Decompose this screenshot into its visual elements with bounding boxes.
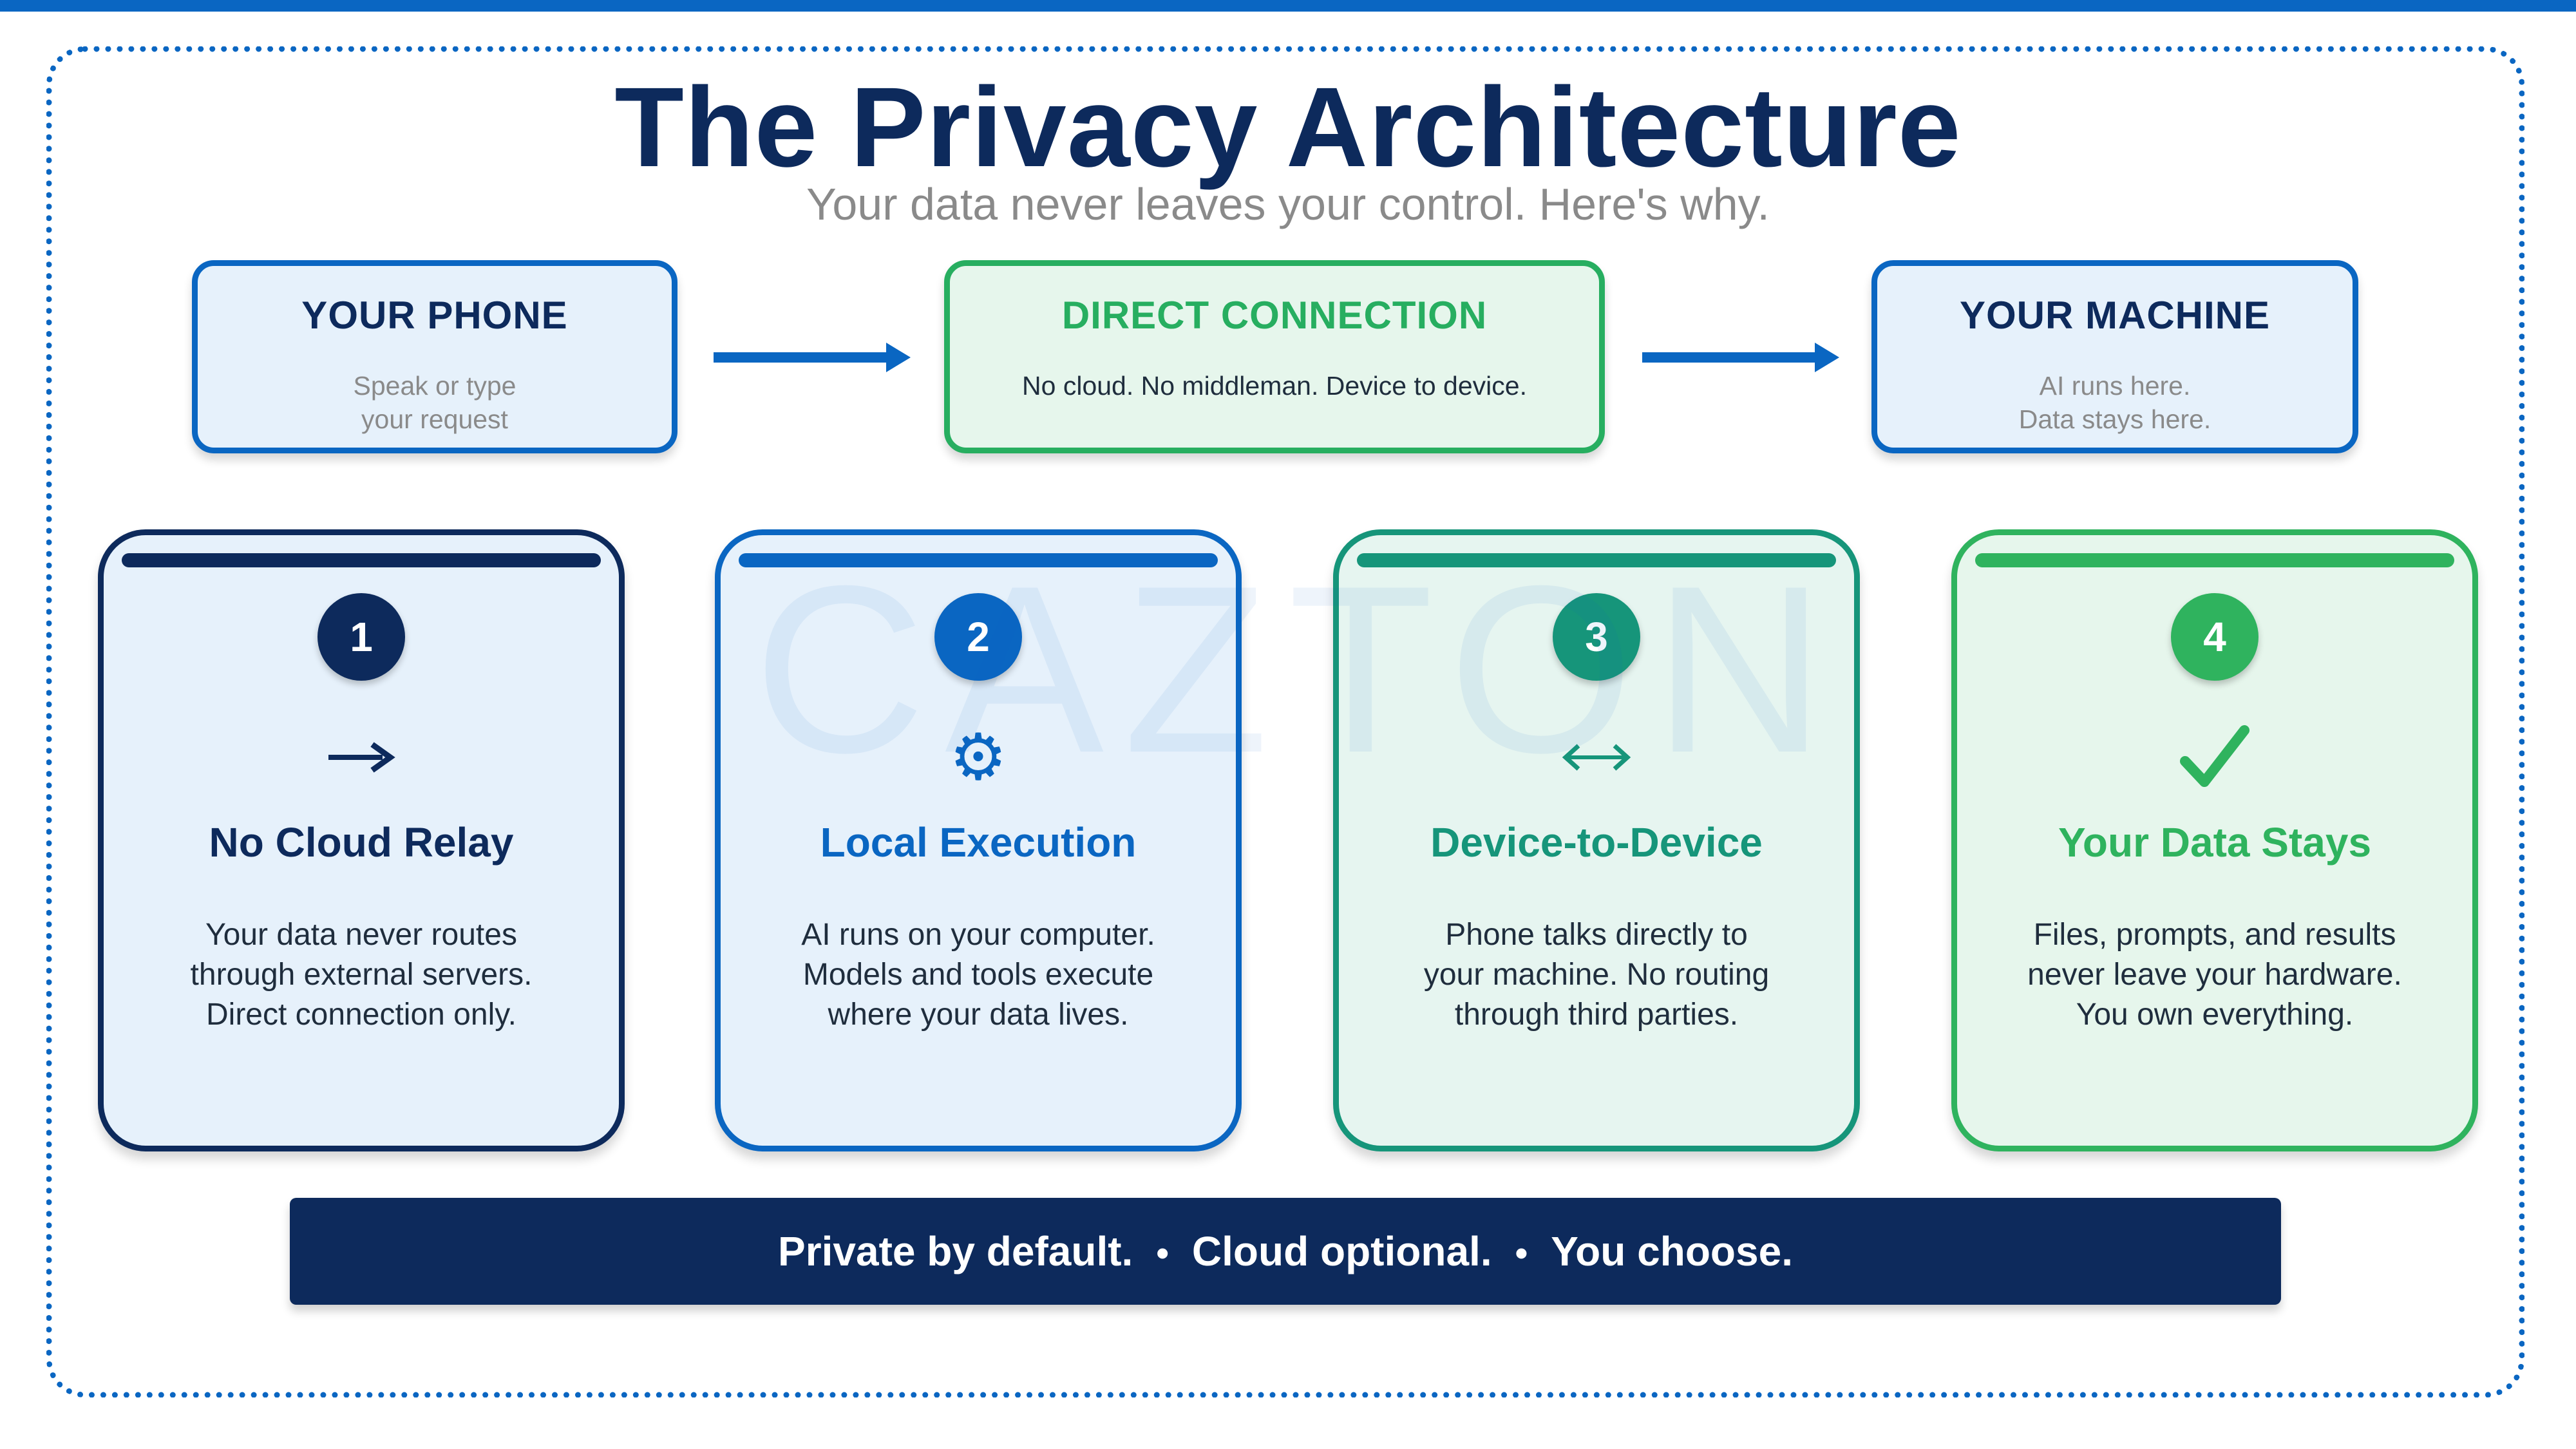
card-accent-bar	[739, 553, 1218, 567]
bullet-separator: •	[1515, 1233, 1528, 1273]
flow-title: YOUR PHONE	[301, 294, 568, 337]
card-description-line: Files, prompts, and results	[2033, 918, 2396, 952]
card-number-badge: 1	[317, 593, 405, 681]
flow-description-line: AI runs here.	[2039, 371, 2191, 401]
card-description-line: AI runs on your computer.	[801, 918, 1155, 952]
card-title: No Cloud Relay	[209, 819, 514, 866]
banner-text: You choose.	[1551, 1228, 1793, 1274]
banner-text: Private by default.	[778, 1228, 1133, 1274]
flow-title: YOUR MACHINE	[1959, 294, 2270, 337]
card-description: Files, prompts, and results never leave …	[1983, 915, 2447, 1035]
card-description-line: Phone talks directly to	[1445, 918, 1748, 952]
top-accent-bar	[0, 0, 2576, 12]
card-description-line: Direct connection only.	[205, 998, 516, 1032]
bottom-banner: Private by default. • Cloud optional. • You …	[290, 1198, 2281, 1305]
card-description-line: never leave your hardware.	[2027, 958, 2402, 992]
card-no-cloud-relay: 1 No Cloud Relay Your data never routes …	[98, 529, 625, 1151]
flow-description: No cloud. No middleman. Device to device…	[963, 369, 1586, 402]
card-description: AI runs on your computer. Models and too…	[746, 915, 1210, 1035]
card-description-line: You own everything.	[2076, 998, 2354, 1032]
flow-description-line: Data stays here.	[2018, 404, 2211, 434]
card-description-line: where your data lives.	[828, 998, 1129, 1032]
card-description-line: Models and tools execute	[802, 958, 1154, 992]
card-description-line: Your data never routes	[205, 918, 517, 952]
flow-description-line: Speak or type	[353, 371, 516, 401]
page-subtitle: Your data never leaves your control. Her…	[806, 179, 1770, 229]
checkmark-icon	[1957, 719, 2472, 796]
gear-icon: ⚙	[949, 721, 1007, 793]
flow-box-direct-connection: DIRECT CONNECTION No cloud. No middleman…	[944, 260, 1605, 453]
card-accent-bar	[122, 553, 601, 567]
card-title: Device-to-Device	[1430, 819, 1763, 866]
double-arrow-icon	[1339, 719, 1854, 796]
card-accent-bar	[1357, 553, 1836, 567]
flow-description: AI runs here. Data stays here.	[1890, 369, 2340, 436]
watermark-logo: CAZTON	[753, 536, 1845, 802]
card-description: Your data never routes through external …	[129, 915, 593, 1035]
card-title: Your Data Stays	[2058, 819, 2372, 866]
card-description-line: your machine. No routing	[1423, 958, 1770, 992]
flow-box-your-machine: YOUR MACHINE AI runs here. Data stays he…	[1871, 260, 2358, 453]
card-title: Local Execution	[820, 819, 1137, 866]
flow-title: DIRECT CONNECTION	[1061, 294, 1488, 337]
card-number-badge: 3	[1553, 593, 1640, 681]
card-description-line: through third parties.	[1454, 998, 1739, 1032]
flow-description-line: No cloud. No middleman. Device to device…	[1022, 371, 1527, 401]
dotted-frame	[46, 46, 2524, 1397]
arrow-right-icon	[104, 719, 619, 796]
card-description-line: through external servers.	[190, 958, 533, 992]
card-local-execution: 2 ⚙ Local Execution AI runs on your comp…	[715, 529, 1242, 1151]
bullet-separator: •	[1156, 1233, 1169, 1273]
flow-description-line: your request	[361, 404, 508, 434]
card-device-to-device: 3 Device-to-Device Phone talks directly …	[1333, 529, 1860, 1151]
banner-text: Cloud optional.	[1191, 1228, 1492, 1274]
flow-arrow-icon	[714, 343, 911, 372]
flow-box-your-phone: YOUR PHONE Speak or type your request	[192, 260, 677, 453]
card-description: Phone talks directly to your machine. No…	[1365, 915, 1828, 1035]
flow-arrow-icon	[1642, 343, 1839, 372]
card-accent-bar	[1975, 553, 2454, 567]
card-number-badge: 4	[2171, 593, 2259, 681]
flow-description: Speak or type your request	[211, 369, 659, 436]
card-your-data-stays: 4 Your Data Stays Files, prompts, and re…	[1951, 529, 2478, 1151]
card-number-badge: 2	[934, 593, 1022, 681]
page-title: The Privacy Architecture	[614, 64, 1962, 191]
